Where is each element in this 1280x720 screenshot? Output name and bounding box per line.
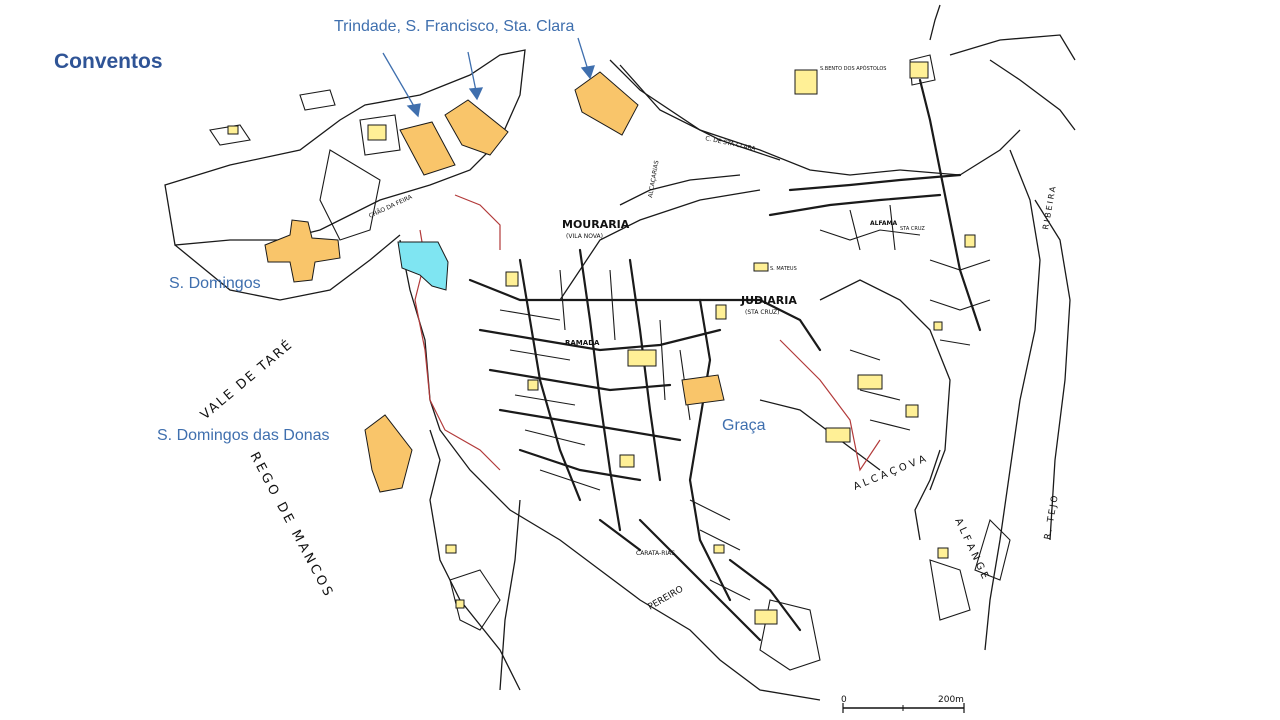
annotation-s-domingos-donas: S. Domingos das Donas <box>157 427 330 444</box>
label-rego-de-mancos: REGO DE MANCOS <box>246 450 336 601</box>
convent-s-francisco <box>444 99 509 156</box>
label-judiaria: JUDIARIA <box>740 294 797 307</box>
label-alfange: A L F A N G E <box>952 517 990 581</box>
map-labels: MOURARIA (VILA NOVA) JUDIARIA (STA CRUZ)… <box>197 65 1061 613</box>
convent-sta-clara <box>574 71 639 136</box>
royal-palace <box>397 241 449 291</box>
label-sta-cruz: STA CRUZ <box>900 226 925 232</box>
annotation-graca: Graça <box>722 417 766 434</box>
label-mouraria: MOURARIA <box>562 218 630 231</box>
annotation-arrows <box>382 37 595 118</box>
label-c-sta-clara: C. DE STA CLARA <box>705 135 757 153</box>
convent-s-domingos-donas <box>364 414 413 493</box>
label-alcacarias: ALCAÇARIAS <box>647 160 660 199</box>
label-mouraria-sub: (VILA NOVA) <box>566 233 603 240</box>
annotation-trindade-francisco-clara: Trindade, S. Francisco, Sta. Clara <box>334 18 575 35</box>
terrain-lines <box>164 4 1076 701</box>
label-caratarias: CARATA-RIAS <box>636 550 675 557</box>
label-ribeira: RIBEIRA <box>1041 184 1058 230</box>
convent-s-domingos <box>264 219 341 283</box>
label-vale-de-tare: VALE DE TARÉ <box>197 336 296 423</box>
convent-buildings <box>264 71 725 493</box>
scale-start: 0 <box>841 695 847 705</box>
scale-bar: 0 200m <box>841 695 965 713</box>
label-pereiro: PEREIRO <box>647 584 686 612</box>
label-alfama: ALFAMA <box>870 220 897 227</box>
label-s-bento: S.BENTO DOS APÓSTOLOS <box>820 65 886 72</box>
annotation-s-domingos: S. Domingos <box>169 275 261 292</box>
label-rio-tejo: R. TEJO <box>1043 493 1061 541</box>
label-s-mateus: S. MATEUS <box>770 266 797 272</box>
slide-title: Conventos <box>54 50 163 73</box>
city-wall <box>414 194 881 472</box>
church-buildings <box>227 61 976 625</box>
label-alcacova: A L C A Ç O V A <box>852 454 928 493</box>
scale-end: 200m <box>938 695 964 705</box>
label-ramada: RAMADA <box>565 339 600 347</box>
street-network <box>468 78 982 642</box>
label-judiaria-sub: (STA CRUZ) <box>745 309 779 316</box>
convent-trindade <box>399 121 456 176</box>
convent-graca <box>681 374 725 406</box>
